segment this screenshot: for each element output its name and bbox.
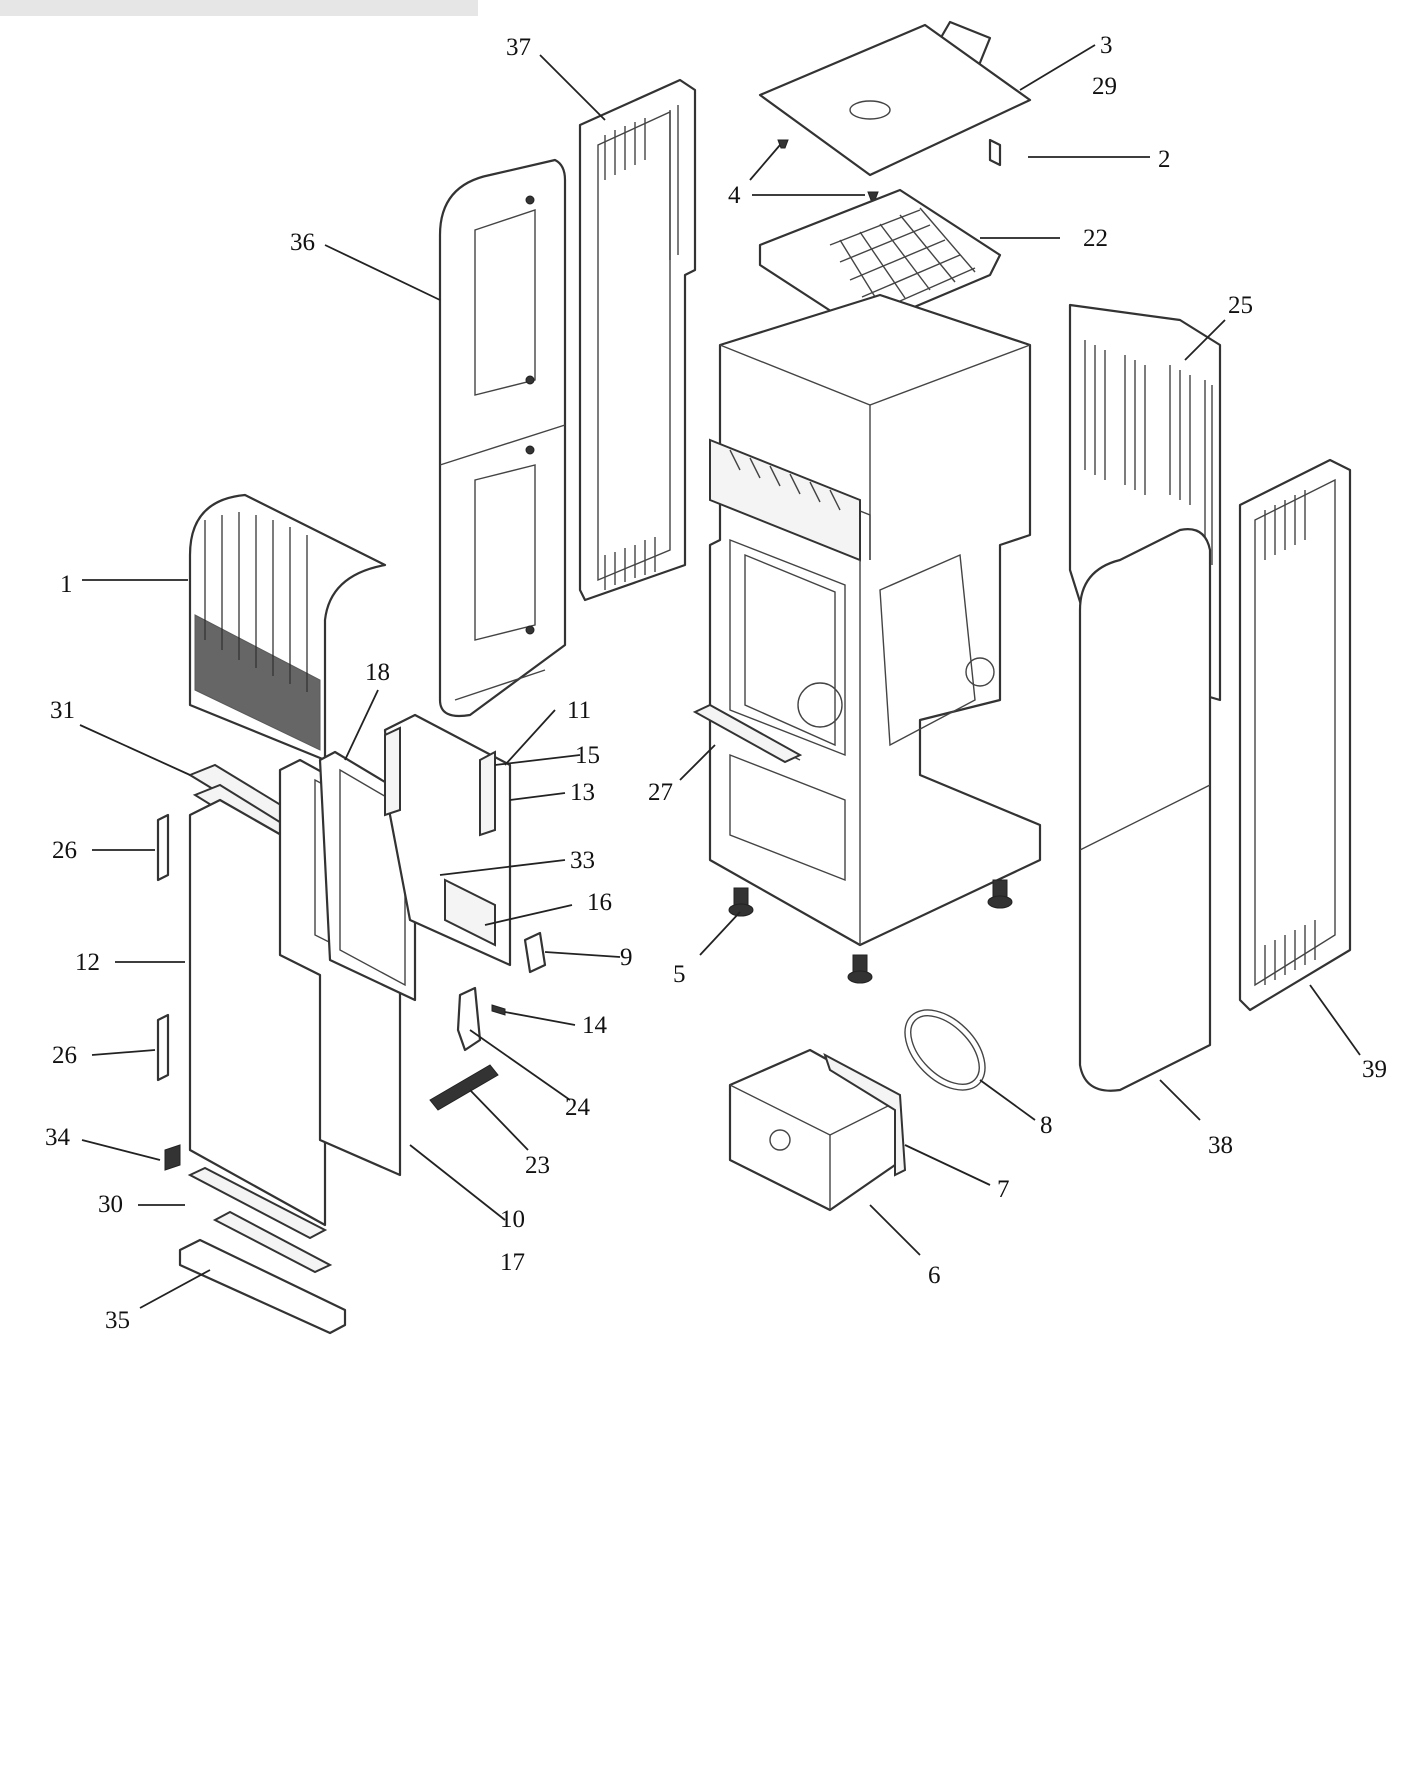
callout-13: 13: [570, 779, 595, 806]
callout-36: 36: [290, 229, 315, 256]
part-11-inner-panel: [383, 713, 512, 967]
part-37-left-frame: [578, 78, 697, 602]
part-38-right-side-panel: [1078, 528, 1212, 1092]
callout-16: 16: [587, 889, 612, 916]
part-24-latch: [456, 986, 482, 1052]
callout-6: 6: [928, 1262, 941, 1289]
callout-9: 9: [620, 944, 633, 971]
part-7-gasket: [823, 1052, 907, 1177]
callout-11: 11: [567, 697, 591, 724]
part-27-bracket: [692, 703, 803, 764]
callout-1: 1: [60, 571, 73, 598]
callout-25: 25: [1228, 292, 1253, 319]
part-34-clip: [164, 1144, 181, 1171]
callout-5: 5: [673, 961, 686, 988]
callout-3: 3: [1100, 32, 1113, 59]
callout-4: 4: [728, 182, 741, 209]
callout-17: 17: [500, 1249, 525, 1276]
callout-35: 35: [105, 1307, 130, 1334]
callout-22: 22: [1083, 225, 1108, 252]
part-36-left-side-panel: [438, 158, 567, 718]
callout-31: 31: [50, 697, 75, 724]
callout-8: 8: [1040, 1112, 1053, 1139]
callout-30: 30: [98, 1191, 123, 1218]
leader-lines: [79, 44, 1361, 1309]
callout-18: 18: [365, 659, 390, 686]
callout-12: 12: [75, 949, 100, 976]
callout-labels: 1 2 3 29 4 5 6 7 8 9 10 17 11 12 13 14 1…: [45, 32, 1387, 1334]
part-6-ash-drawer: [728, 1048, 902, 1212]
callout-33: 33: [570, 847, 595, 874]
part-30-bottom-rails: [187, 1166, 333, 1274]
callout-14: 14: [582, 1012, 608, 1039]
callout-23: 23: [525, 1152, 550, 1179]
part-9-hinge-block: [523, 931, 547, 974]
callout-38: 38: [1208, 1132, 1233, 1159]
main-stove-body: [699, 293, 1042, 947]
callout-26-top: 26: [52, 837, 77, 864]
top-gray-strip: [0, 0, 478, 16]
part-8-seal: [904, 1009, 986, 1091]
part-23-handle-spring: [429, 1064, 499, 1111]
part-26-hinges: [156, 813, 170, 1082]
part-1-top-grille: [188, 493, 387, 762]
callout-7: 7: [997, 1176, 1010, 1203]
part-5-feet: [728, 879, 1013, 984]
part-3-top-lid: [758, 20, 1032, 177]
part-14-pin: [491, 1004, 506, 1016]
callout-15: 15: [575, 742, 600, 769]
callout-37: 37: [506, 34, 531, 61]
callout-27: 27: [648, 779, 673, 806]
callout-10: 10: [500, 1206, 525, 1233]
part-39-right-frame: [1238, 458, 1352, 1012]
callout-24: 24: [565, 1094, 591, 1121]
callout-26-bottom: 26: [52, 1042, 77, 1069]
callout-2: 2: [1158, 146, 1171, 173]
callout-29: 29: [1092, 73, 1117, 100]
part-35-base-trim: [178, 1238, 347, 1335]
callout-39: 39: [1362, 1056, 1387, 1083]
callout-34: 34: [45, 1124, 71, 1151]
